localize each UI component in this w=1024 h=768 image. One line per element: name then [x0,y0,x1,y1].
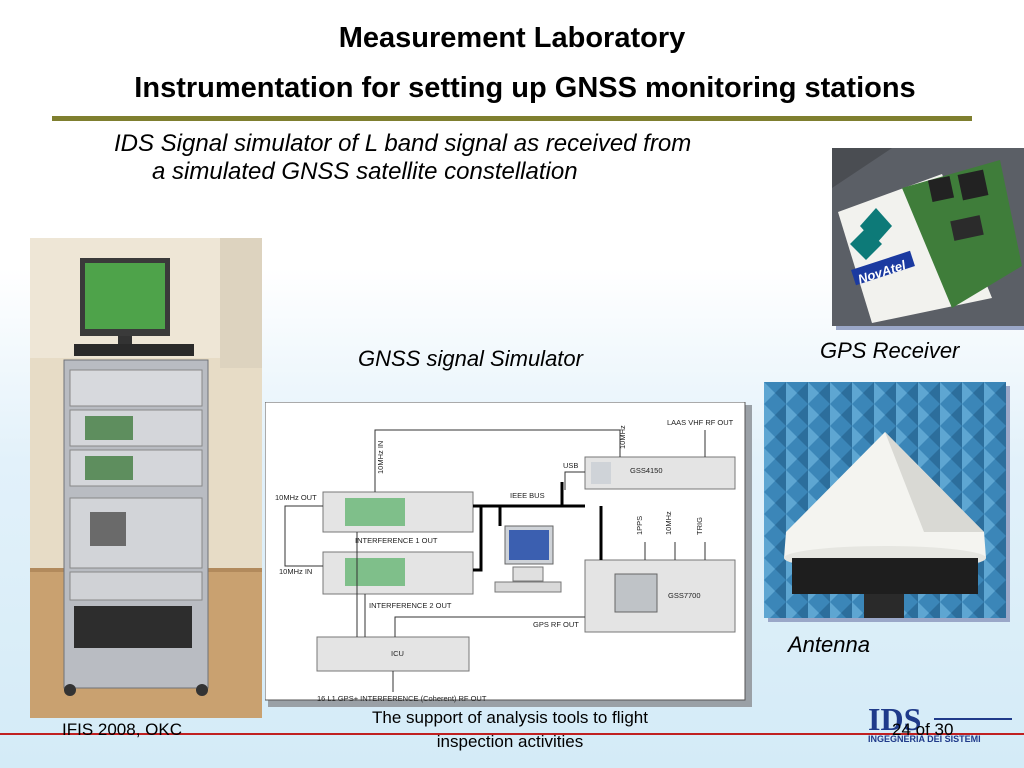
slide-subtitle: Instrumentation for setting up GNSS moni… [134,72,916,104]
equipment-rack-photo [30,238,262,718]
simulator-caption: GNSS signal Simulator [358,346,583,371]
gps-receiver-photo: NovAtel [832,148,1024,326]
gss7700-unit [584,559,736,633]
footer-event: IFIS 2008, OKC [62,720,182,739]
slide-description: IDS Signal simulator of L band signal as… [70,130,850,186]
ids-logo-letters: IDS [868,701,921,737]
ten-mhz-mid-label: 10MHz [664,511,673,535]
footer-note: The support of analysis tools to flight … [330,706,690,754]
control-pc-icon [494,525,562,593]
simulator-block-diagram: GSS4150 LAAS VHF RF OUT USB 10MHz 10MHz … [265,402,752,707]
footer-note-line-1: The support of analysis tools to flight [372,708,648,727]
ten-mhz-in-vertical-label: 10MHz IN [376,441,385,474]
icu-label: ICU [391,649,404,658]
page-number: 24 of 30 [892,720,954,739]
description-line-1: IDS Signal simulator of L band signal as… [114,130,692,157]
bottom-rf-out-label: 16 L1 GPS+ INTERFERENCE (Coherent) RF OU… [317,694,487,703]
ieee-bus-label: IEEE BUS [510,491,545,500]
interference-1-out-label: INTERFERENCE 1 OUT [355,536,438,545]
antenna-photo [764,382,1006,618]
gss4150-unit [584,456,736,490]
laas-vhf-rf-out-label: LAAS VHF RF OUT [667,418,734,427]
description-line-2: a simulated GNSS satellite constellation [152,158,578,185]
interference-1-unit [322,491,474,533]
interference-2-unit [322,551,474,595]
interference-2-out-label: INTERFERENCE 2 OUT [369,601,452,610]
ten-mhz-top-label: 10MHz [618,425,627,449]
icu-unit [316,636,470,672]
footer-note-line-2: inspection activities [436,732,584,751]
slide-title: Measurement Laboratory [338,22,686,54]
ids-logo: IDS INGEGNERIA DEI SISTEMI [868,701,1012,744]
ids-logo-tagline: INGEGNERIA DEI SISTEMI [868,734,981,744]
title-divider [52,116,972,121]
usb-label: USB [563,461,578,470]
ten-mhz-out-label: 10MHz OUT [275,493,317,502]
footer-divider [0,733,1024,735]
one-pps-label: 1PPS [635,516,644,535]
ten-mhz-in-label: 10MHz IN [279,567,312,576]
gps-rf-out-label: GPS RF OUT [533,620,579,629]
gss4150-label: GSS4150 [630,466,663,475]
gss7700-label: GSS7700 [668,591,701,600]
diagram-connections [284,429,706,692]
antenna-caption: Antenna [788,632,870,657]
trig-label: TRIG [695,517,704,535]
gps-receiver-caption: GPS Receiver [820,338,960,363]
